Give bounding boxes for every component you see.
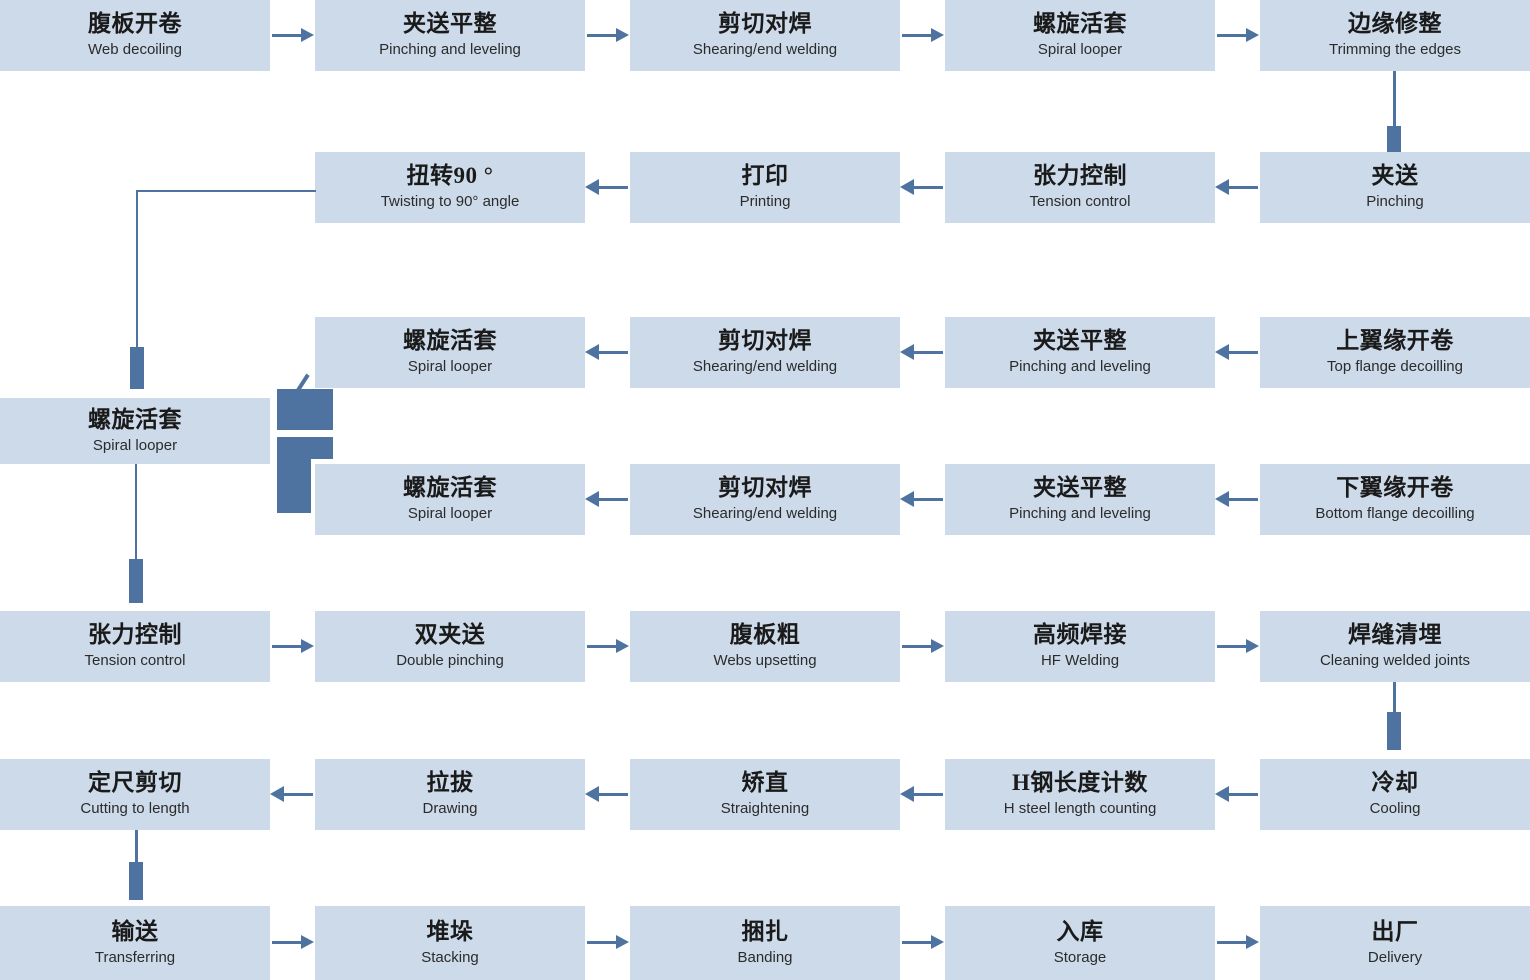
node-title-cn: 螺旋活套 — [88, 406, 182, 432]
process-node-pinching-leveling-1[interactable]: 夹送平整 Pinching and leveling — [315, 0, 585, 71]
process-node-spiral-looper-top[interactable]: 螺旋活套 Spiral looper — [315, 317, 585, 388]
node-title-cn: 夹送 — [1371, 163, 1419, 189]
process-node-double-pinching[interactable]: 双夹送 Double pinching — [315, 611, 585, 682]
process-node-stacking[interactable]: 堆垛 Stacking — [315, 906, 585, 980]
node-title-cn: 剪切对焊 — [718, 328, 812, 354]
process-node-webs-upsetting[interactable]: 腹板粗 Webs upsetting — [630, 611, 900, 682]
node-title-cn: 捆扎 — [741, 918, 789, 944]
node-title-cn: 夹送平整 — [1033, 328, 1127, 354]
node-title-cn: 双夹送 — [414, 622, 486, 648]
process-node-pinching-leveling-bottom[interactable]: 夹送平整 Pinching and leveling — [945, 464, 1215, 535]
node-title-en: Pinching and leveling — [379, 41, 521, 59]
node-title-en: Spiral looper — [407, 358, 493, 376]
node-title-en: H steel length counting — [1003, 800, 1157, 818]
node-title-cn: 螺旋活套 — [403, 328, 497, 354]
process-node-tension-control-1[interactable]: 张力控制 Tension control — [945, 152, 1215, 223]
process-node-shearing-welding-1[interactable]: 剪切对焊 Shearing/end welding — [630, 0, 900, 71]
node-title-en: Trimming the edges — [1329, 41, 1461, 59]
node-title-en: Shearing/end welding — [692, 358, 838, 376]
node-title-cn: 定尺剪切 — [88, 770, 182, 796]
node-title-cn: 冷却 — [1371, 770, 1419, 796]
process-node-delivery[interactable]: 出厂 Delivery — [1260, 906, 1530, 980]
node-title-en: Cleaning welded joints — [1319, 652, 1471, 670]
node-title-en: Straightening — [720, 800, 810, 818]
node-title-cn: 剪切对焊 — [718, 11, 812, 37]
node-title-en: Stacking — [421, 948, 479, 966]
node-title-cn: 夹送平整 — [403, 11, 497, 37]
node-title-en: Cutting to length — [80, 800, 190, 818]
node-title-cn: 打印 — [741, 163, 789, 189]
node-title-en: Tension control — [84, 652, 186, 670]
node-title-en: Spiral looper — [92, 436, 178, 454]
node-title-en: Printing — [739, 193, 791, 211]
node-title-en: Pinching and leveling — [1009, 505, 1151, 523]
node-title-en: Drawing — [422, 800, 478, 818]
node-title-cn: 张力控制 — [1033, 163, 1127, 189]
node-title-cn: 扭转90 ° — [406, 163, 494, 189]
process-node-trimming-edges[interactable]: 边缘修整 Trimming the edges — [1260, 0, 1530, 71]
node-title-en: Shearing/end welding — [692, 41, 838, 59]
node-title-en: Twisting to 90° angle — [380, 193, 520, 211]
node-title-en: Storage — [1053, 948, 1107, 966]
process-node-cutting-to-length[interactable]: 定尺剪切 Cutting to length — [0, 759, 270, 830]
process-node-bottom-flange-decoiling[interactable]: 下翼缘开卷 Bottom flange decoilling — [1260, 464, 1530, 535]
process-node-cooling[interactable]: 冷却 Cooling — [1260, 759, 1530, 830]
node-title-en: Web decoiling — [88, 41, 182, 59]
process-node-tension-control-2[interactable]: 张力控制 Tension control — [0, 611, 270, 682]
process-node-spiral-looper-merge[interactable]: 螺旋活套 Spiral looper — [0, 398, 270, 464]
process-node-shearing-welding-bottom[interactable]: 剪切对焊 Shearing/end welding — [630, 464, 900, 535]
node-title-cn: 入库 — [1056, 918, 1104, 944]
node-title-en: Pinching and leveling — [1009, 358, 1151, 376]
process-node-printing[interactable]: 打印 Printing — [630, 152, 900, 223]
node-title-en: Bottom flange decoilling — [1315, 505, 1475, 523]
node-title-cn: 剪切对焊 — [718, 475, 812, 501]
process-node-hf-welding[interactable]: 高频焊接 HF Welding — [945, 611, 1215, 682]
process-node-pinching-leveling-top[interactable]: 夹送平整 Pinching and leveling — [945, 317, 1215, 388]
node-title-cn: 下翼缘开卷 — [1336, 475, 1454, 501]
process-node-banding[interactable]: 捆扎 Banding — [630, 906, 900, 980]
process-node-twisting-90[interactable]: 扭转90 ° Twisting to 90° angle — [315, 152, 585, 223]
node-title-en: Cooling — [1369, 800, 1421, 818]
node-title-en: Pinching — [1366, 193, 1424, 211]
process-node-spiral-looper-bottom[interactable]: 螺旋活套 Spiral looper — [315, 464, 585, 535]
node-title-en: Banding — [737, 948, 793, 966]
process-node-h-steel-length-counting[interactable]: H钢长度计数 H steel length counting — [945, 759, 1215, 830]
node-title-en: Shearing/end welding — [692, 505, 838, 523]
node-title-cn: 腹板粗 — [729, 622, 801, 648]
node-title-en: Transferring — [94, 948, 176, 966]
node-title-cn: 螺旋活套 — [1033, 11, 1127, 37]
process-node-web-decoiling[interactable]: 腹板开卷 Web decoiling — [0, 0, 270, 71]
node-title-en: Webs upsetting — [713, 652, 817, 670]
node-title-en: Spiral looper — [1037, 41, 1123, 59]
node-title-cn: 张力控制 — [88, 622, 182, 648]
node-title-cn: 螺旋活套 — [403, 475, 497, 501]
node-title-cn: 腹板开卷 — [88, 11, 182, 37]
node-title-en: Double pinching — [396, 652, 504, 670]
node-title-cn: 堆垛 — [426, 918, 474, 944]
node-title-cn: 边缘修整 — [1348, 11, 1442, 37]
node-title-en: Spiral looper — [407, 505, 493, 523]
process-node-straightening[interactable]: 矫直 Straightening — [630, 759, 900, 830]
node-title-en: Top flange decoilling — [1327, 358, 1463, 376]
process-node-pinching[interactable]: 夹送 Pinching — [1260, 152, 1530, 223]
process-node-storage[interactable]: 入库 Storage — [945, 906, 1215, 980]
process-node-transferring[interactable]: 输送 Transferring — [0, 906, 270, 980]
node-title-cn: 矫直 — [741, 770, 789, 796]
node-title-cn: 拉拔 — [426, 770, 474, 796]
node-title-cn: 输送 — [111, 918, 159, 944]
node-title-cn: 高频焊接 — [1033, 622, 1127, 648]
node-title-cn: H钢长度计数 — [1012, 770, 1148, 796]
node-title-cn: 上翼缘开卷 — [1336, 328, 1454, 354]
node-title-en: HF Welding — [1040, 652, 1120, 670]
process-node-shearing-welding-top[interactable]: 剪切对焊 Shearing/end welding — [630, 317, 900, 388]
process-node-spiral-looper-1[interactable]: 螺旋活套 Spiral looper — [945, 0, 1215, 71]
node-title-en: Tension control — [1029, 193, 1131, 211]
process-node-cleaning-welded-joints[interactable]: 焊缝清埋 Cleaning welded joints — [1260, 611, 1530, 682]
process-node-drawing[interactable]: 拉拔 Drawing — [315, 759, 585, 830]
process-node-top-flange-decoiling[interactable]: 上翼缘开卷 Top flange decoilling — [1260, 317, 1530, 388]
node-title-cn: 夹送平整 — [1033, 475, 1127, 501]
node-title-cn: 焊缝清埋 — [1348, 622, 1442, 648]
node-title-en: Delivery — [1367, 948, 1423, 966]
node-title-cn: 出厂 — [1371, 918, 1419, 944]
